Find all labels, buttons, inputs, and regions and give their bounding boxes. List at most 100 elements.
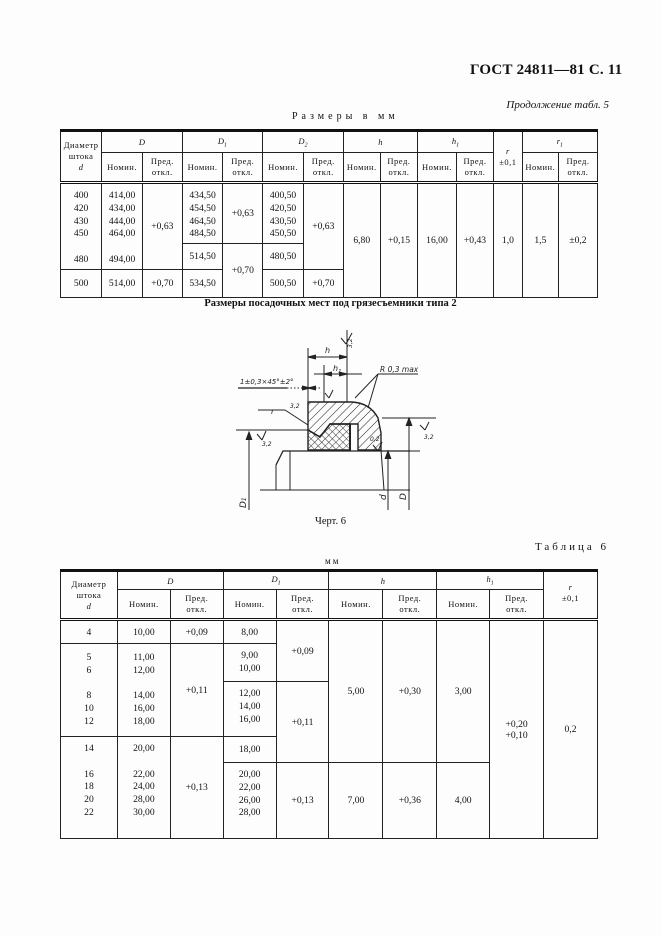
label-D: D xyxy=(399,493,409,500)
subheader-nom: Номин. xyxy=(101,152,143,184)
cell-D2-dev: +0,70 xyxy=(302,269,344,298)
subheader-dev: Пред.откл. xyxy=(275,589,330,621)
cell-D-dev: +0,70 xyxy=(141,269,183,298)
cell-D1-dev: +0,11 xyxy=(275,681,330,763)
cell-r1-nom: 1,5 xyxy=(521,182,559,298)
figure-title: Размеры посадочных мест под грязесъемник… xyxy=(204,298,457,309)
cell-r1-dev: ±0,2 xyxy=(557,182,599,298)
cell-D-dev: +0,13 xyxy=(169,736,224,839)
cell-D1-nom: 514,50 xyxy=(181,243,224,270)
table-row: 4 10,00 +0,09 8,00 +0,09 5,00 +0,30 3,00… xyxy=(60,619,598,839)
subheader-dev: Пред.откл. xyxy=(489,589,545,621)
subheader-dev: Пред.откл. xyxy=(379,152,419,184)
cell-h1-dev: +0,20+0,10 xyxy=(489,619,545,839)
subheader-dev: Пред.откл. xyxy=(222,152,264,184)
label-roughness: 0,2 xyxy=(370,436,380,443)
label-d: d xyxy=(379,494,389,500)
label-h1: h1 xyxy=(333,364,342,375)
cell-D-nom: 10,00 xyxy=(116,619,171,644)
subheader-nom: Номин. xyxy=(262,152,304,184)
cell-h1-nom: 3,00 xyxy=(436,619,491,763)
label-radius: R 0,3 max xyxy=(380,365,419,374)
cell-h-dev: +0,30 xyxy=(382,619,438,763)
units-label: Размеры в мм xyxy=(292,111,399,122)
cell-D2-nom: 480,50 xyxy=(262,243,304,270)
table-continuation-label: Продолжение табл. 5 xyxy=(506,99,609,111)
cell-h1-nom: 4,00 xyxy=(436,762,491,839)
cell-D1-nom: 8,00 xyxy=(222,619,277,644)
cell-r: 0,2 xyxy=(543,619,598,839)
cell-h-nom: 6,80 xyxy=(342,182,381,298)
figure-caption: Черт. 6 xyxy=(315,516,346,527)
cell-D2-dev: +0,63 xyxy=(302,182,344,270)
subheader-nom: Номин. xyxy=(417,152,457,184)
col-header-D: D xyxy=(116,570,224,590)
label-D1: D1 xyxy=(239,497,249,508)
cell-D1-nom: 18,00 xyxy=(222,736,277,763)
cell-h-nom: 5,00 xyxy=(328,619,384,763)
label-h: h xyxy=(325,346,330,355)
subheader-nom: Номин. xyxy=(222,589,277,621)
label-roughness: 3,2 xyxy=(347,338,354,348)
cell-D1-dev: +0,70 xyxy=(222,243,264,298)
cell-D1-nom: 534,50 xyxy=(181,269,224,298)
col-header-r: r±0,1 xyxy=(493,130,523,184)
cell-h1-dev: +0,43 xyxy=(455,182,495,298)
subheader-dev: Пред.откл. xyxy=(169,589,224,621)
cell-d: 500 xyxy=(59,269,103,298)
cell-D1-dev: +0,09 xyxy=(275,619,330,682)
cell-r: 1,0 xyxy=(493,182,523,298)
cell-d: 4 xyxy=(60,619,118,644)
units-label: мм xyxy=(325,556,341,566)
subheader-dev: Пред.откл. xyxy=(557,152,599,184)
cell-h-dev: +0,36 xyxy=(382,762,438,839)
subheader-nom: Номин. xyxy=(181,152,224,184)
cell-D-dev: +0,09 xyxy=(169,619,224,644)
label-chamfer: 1±0,3×45°±2° xyxy=(240,378,294,386)
page-header: ГОСТ 24811—81 С. 11 xyxy=(470,62,623,78)
label-r: r xyxy=(271,407,275,416)
cell-D-dev: +0,63 xyxy=(141,182,183,270)
subheader-nom: Номин. xyxy=(521,152,559,184)
subheader-nom: Номин. xyxy=(116,589,171,621)
subheader-dev: Пред.откл. xyxy=(382,589,438,621)
subheader-nom: Номин. xyxy=(328,589,384,621)
cell-D2-nom: 500,50 xyxy=(262,269,304,298)
cell-D-nom: 514,00 xyxy=(101,269,143,298)
col-header-h1: h1 xyxy=(436,570,545,590)
label-roughness: 3,2 xyxy=(262,441,272,448)
label-roughness: 3,2 xyxy=(290,403,300,410)
cell-D1-dev: +0,63 xyxy=(222,182,264,244)
table-row: 500 514,00 +0,70 534,50 500,50 +0,70 xyxy=(59,269,598,298)
col-header-D1: D1 xyxy=(222,570,330,590)
col-header-h: h xyxy=(328,570,438,590)
subheader-dev: Пред.откл. xyxy=(455,152,495,184)
col-header-r: r±0,1 xyxy=(543,570,598,621)
cell-h-nom: 7,00 xyxy=(328,762,384,839)
label-roughness: 3,2 xyxy=(424,434,434,441)
cell-D1-dev: +0,13 xyxy=(275,762,330,839)
cell-h-dev: +0,15 xyxy=(379,182,419,298)
subheader-nom: Номин. xyxy=(436,589,491,621)
table-6-title: Таблица 6 xyxy=(534,541,609,553)
